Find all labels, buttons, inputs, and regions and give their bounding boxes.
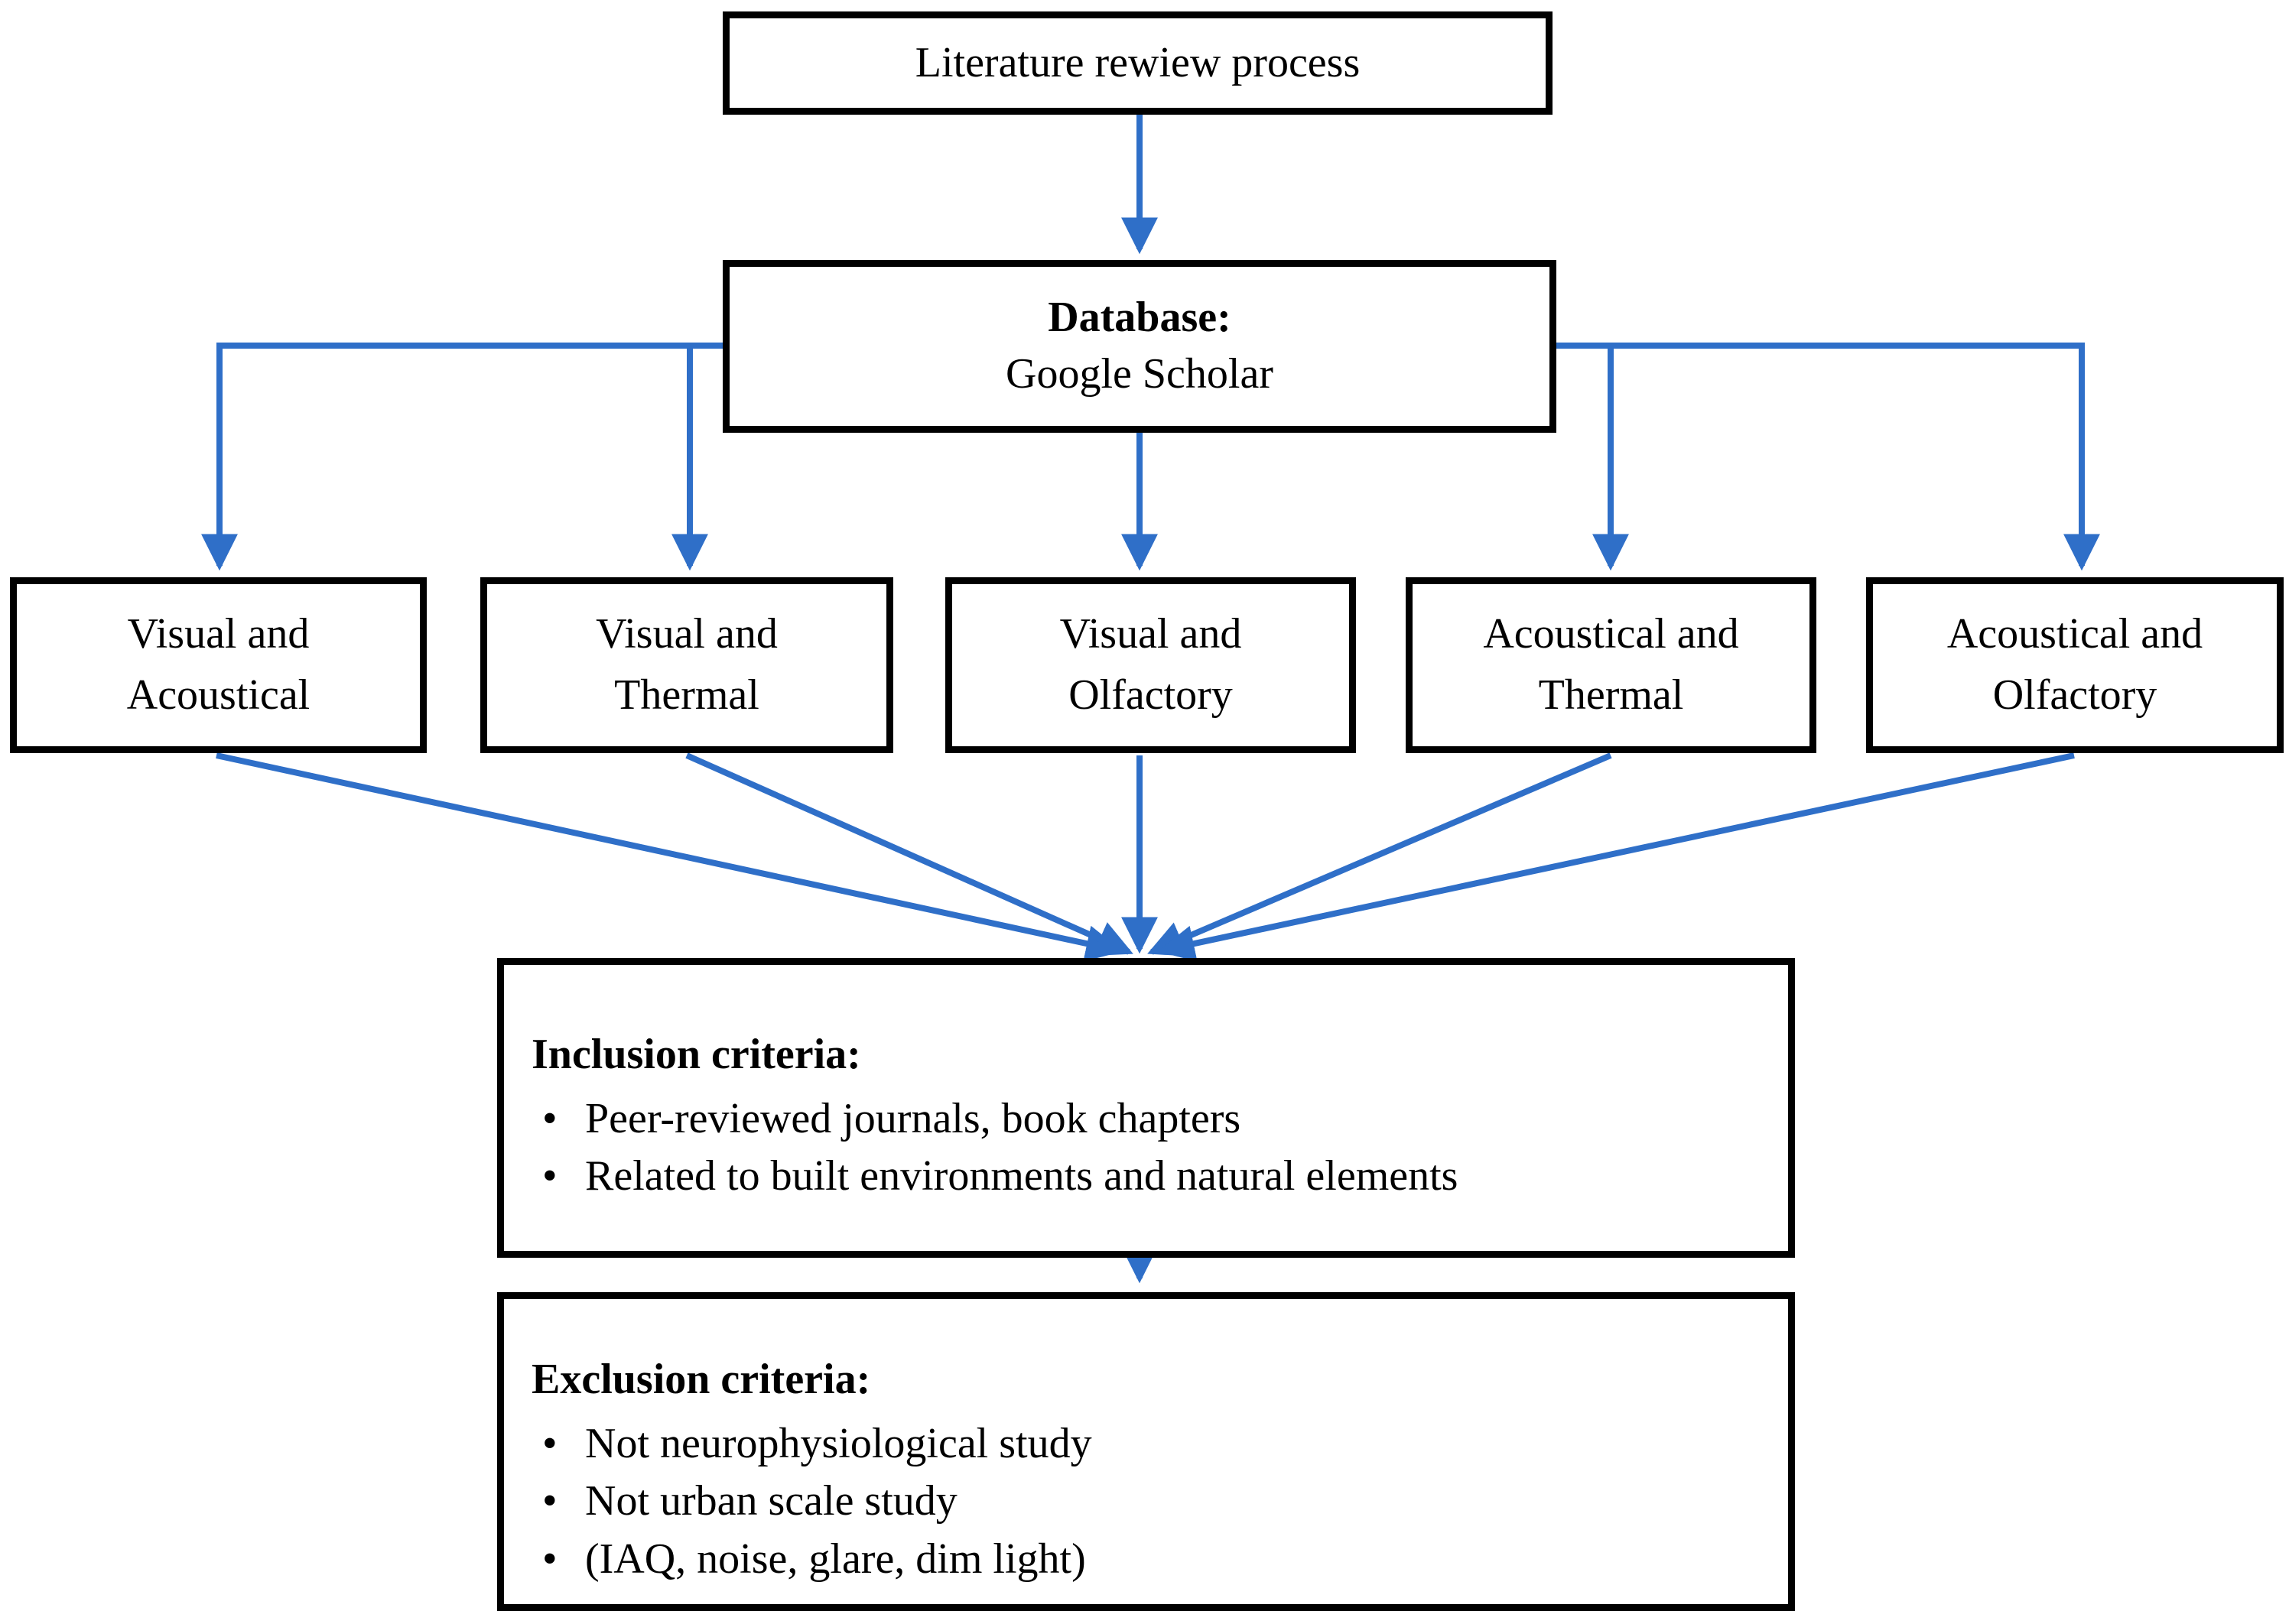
list-item: • Peer-reviewed journals, book chapters — [532, 1090, 1765, 1148]
list-item: • Related to built environments and natu… — [532, 1148, 1765, 1206]
category-label-line1: Acoustical and — [1946, 610, 2203, 658]
category-box-visual-thermal: Visual and Thermal — [480, 577, 893, 753]
list-item-text: Peer-reviewed journals, book chapters — [585, 1094, 1241, 1142]
category-label-line1: Visual and — [127, 610, 310, 658]
category-label-line2: Olfactory — [1068, 671, 1233, 719]
bullet-glyph: • — [542, 1152, 558, 1200]
category-label-line2: Acoustical — [126, 671, 311, 719]
category-label-line1: Acoustical and — [1483, 610, 1739, 658]
category-label-line2: Thermal — [614, 671, 759, 719]
category-label-line1: Visual and — [1059, 610, 1242, 658]
category-label: Acoustical and Olfactory — [1947, 604, 2203, 726]
database-value: Google Scholar — [1006, 350, 1273, 398]
category-label-line2: Olfactory — [1992, 671, 2157, 719]
list-item-text: Related to built environments and natura… — [585, 1152, 1458, 1200]
category-box-visual-acoustical: Visual and Acoustical — [10, 577, 427, 753]
category-label: Visual and Thermal — [596, 604, 778, 726]
exclusion-criteria-box: Exclusion criteria: • Not neurophysiolog… — [497, 1292, 1795, 1611]
list-item: • (IAQ, noise, glare, dim light) — [532, 1531, 1765, 1589]
bullet-glyph: • — [542, 1094, 558, 1142]
bullet-glyph: • — [542, 1477, 558, 1525]
category-label-line1: Visual and — [596, 610, 778, 658]
category-label: Acoustical and Thermal — [1483, 604, 1738, 726]
arrow-category-1-to-inclusion — [216, 752, 1123, 962]
arrow-database-to-category-5 — [1555, 343, 2100, 571]
list-item-text: Not neurophysiological study — [585, 1419, 1092, 1467]
category-label-line2: Thermal — [1538, 671, 1684, 719]
category-box-acoustical-thermal: Acoustical and Thermal — [1406, 577, 1816, 753]
database-heading: Database: — [1048, 294, 1231, 342]
list-item: • Not neurophysiological study — [532, 1415, 1765, 1473]
category-label: Visual and Acoustical — [127, 604, 310, 726]
list-item: • Not urban scale study — [532, 1473, 1765, 1531]
category-box-acoustical-olfactory: Acoustical and Olfactory — [1866, 577, 2284, 753]
database-label: Database: Google Scholar — [1006, 290, 1273, 403]
arrow-database-to-category-1 — [201, 343, 727, 571]
exclusion-list: • Not neurophysiological study • Not urb… — [532, 1415, 1765, 1589]
arrow-category-5-to-inclusion — [1157, 752, 2075, 962]
arrow-category-2-to-inclusion — [685, 752, 1133, 957]
bullet-glyph: • — [542, 1419, 558, 1467]
inclusion-heading: Inclusion criteria: — [532, 1031, 861, 1078]
database-box: Database: Google Scholar — [723, 260, 1556, 433]
title-label: Literature rewiew process — [915, 38, 1361, 86]
category-box-visual-olfactory: Visual and Olfactory — [945, 577, 1356, 753]
list-item-text: Not urban scale study — [585, 1477, 958, 1525]
arrow-category-4-to-inclusion — [1147, 752, 1612, 957]
category-label: Visual and Olfactory — [1060, 604, 1242, 726]
inclusion-criteria-box: Inclusion criteria: • Peer-reviewed jour… — [497, 958, 1795, 1258]
bullet-glyph: • — [542, 1535, 558, 1583]
title-box: Literature rewiew process — [723, 11, 1553, 115]
list-item-text: (IAQ, noise, glare, dim light) — [585, 1535, 1086, 1583]
inclusion-list: • Peer-reviewed journals, book chapters … — [532, 1090, 1765, 1206]
exclusion-heading: Exclusion criteria: — [532, 1356, 871, 1403]
